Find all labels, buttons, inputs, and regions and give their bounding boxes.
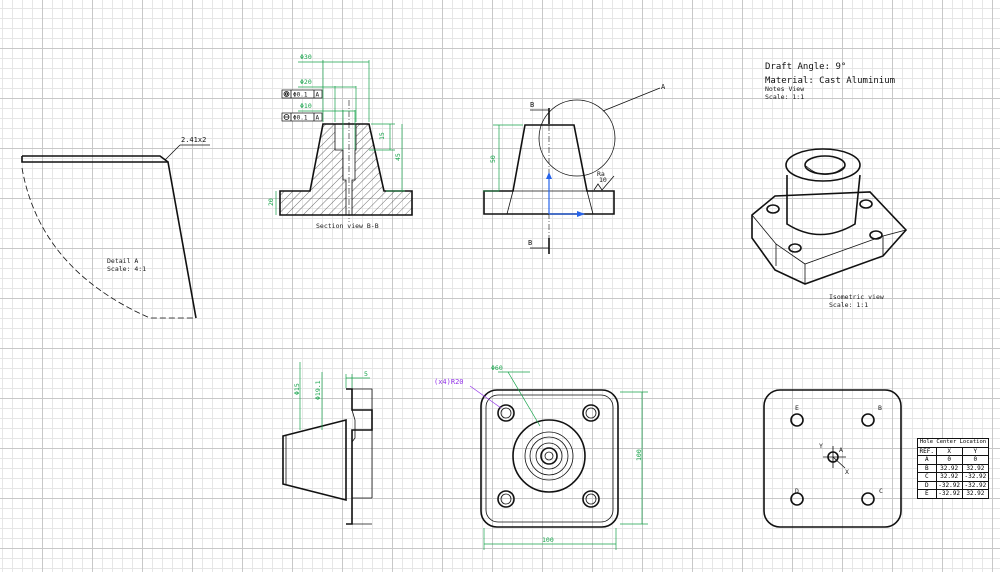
isometric-view[interactable]: Isometric view Scale: 1:1 <box>751 148 908 309</box>
cut-line-b-top: B <box>530 101 534 109</box>
cut-line-b-bottom: B <box>528 239 532 247</box>
hole-label-d: D <box>795 487 799 495</box>
table-cell: -32.92 <box>961 480 990 490</box>
table-cell: 32.92 <box>961 489 990 499</box>
table-row: C 32.92 -32.92 <box>917 472 990 482</box>
axis-y-label: Y <box>819 442 823 450</box>
table-cell: 0 <box>961 455 990 465</box>
section-bb-title: Section view B-B <box>316 222 379 230</box>
hole-center-table[interactable]: Hole Center Location REF. X Y A 0 0 B 32… <box>917 438 990 499</box>
tolerance-frame-top[interactable]: Φ0.1 A <box>281 89 323 99</box>
hole-table-header-x: X <box>935 446 963 456</box>
origin-label: A <box>839 446 843 454</box>
notes-view-scale: Scale: 1:1 <box>765 93 804 101</box>
hole-table-header-y: Y <box>961 446 990 456</box>
table-cell: 32.92 <box>961 463 990 473</box>
side-dim-d19: Φ19.1 <box>314 380 322 400</box>
tolerance-frame-bottom[interactable]: Φ0.1 A <box>281 112 323 122</box>
detail-a-view[interactable]: 2.41x2 Detail A Scale: 4:1 <box>21 136 210 319</box>
table-cell: -32.92 <box>935 480 963 490</box>
section-dim-d10: Φ10 <box>300 102 312 110</box>
table-cell: 32.92 <box>935 472 963 482</box>
top-dim-bore: Φ60 <box>491 364 503 372</box>
section-dim-h20: 20 <box>267 198 275 206</box>
isometric-title: Isometric view <box>829 293 884 301</box>
detail-a-title: Detail A <box>107 257 138 265</box>
side-dim-5: 5 <box>364 370 368 378</box>
top-dim-width: 100 <box>542 536 554 544</box>
table-cell: 32.92 <box>935 463 963 473</box>
table-cell: -32.92 <box>935 489 963 499</box>
table-cell: -32.92 <box>961 472 990 482</box>
table-cell: 0 <box>935 455 963 465</box>
tol-bottom-datum: A <box>316 115 320 122</box>
table-row: D -32.92 -32.92 <box>917 480 990 490</box>
detail-a-scale: Scale: 4:1 <box>107 265 146 273</box>
hole-label-c: C <box>879 487 883 495</box>
detail-a-chamfer-label: 2.41x2 <box>181 136 206 144</box>
table-cell: A <box>917 455 937 465</box>
top-view[interactable]: Φ60 (x4)R20 100 100 <box>434 364 648 550</box>
hole-location-view[interactable]: E B D C Y X A <box>763 389 902 528</box>
front-dim-height: 50 <box>489 155 497 163</box>
tol-top-datum: A <box>316 92 320 99</box>
roughness-value: 10 <box>599 176 607 184</box>
tol-bottom-value: Φ0.1 <box>293 115 308 122</box>
notes-view[interactable]: Draft Angle: 9° Material: Cast Aluminium… <box>765 62 895 101</box>
tol-top-value: Φ0.1 <box>293 92 308 99</box>
table-cell: D <box>917 480 937 490</box>
table-row: E -32.92 32.92 <box>917 489 990 499</box>
top-hole-note: (x4)R20 <box>434 378 464 386</box>
callout-a-label: A <box>661 83 666 91</box>
table-cell: E <box>917 489 937 499</box>
front-view[interactable]: A B B 50 Ra 10 <box>483 83 666 254</box>
table-cell: B <box>917 463 937 473</box>
hole-table-header-ref: REF. <box>917 446 937 456</box>
hole-label-e: E <box>795 404 799 412</box>
side-dim-d15: Φ15 <box>293 383 301 395</box>
hole-table-title: Hole Center Location <box>917 438 989 448</box>
hole-label-b: B <box>878 404 882 412</box>
table-row: B 32.92 32.92 <box>917 463 990 473</box>
top-dim-height: 100 <box>635 449 643 461</box>
side-view[interactable]: Φ15 Φ19.1 5 <box>282 362 373 525</box>
roughness-label: Ra <box>597 170 605 178</box>
section-dim-d30: Φ30 <box>300 53 312 61</box>
notes-view-title: Notes View <box>765 85 804 93</box>
note-material: Material: Cast Aluminium <box>765 76 895 86</box>
detail-a-callout-circle <box>538 99 616 177</box>
section-dim-d20: Φ20 <box>300 78 312 86</box>
section-dim-h15: 15 <box>378 132 386 140</box>
isometric-scale: Scale: 1:1 <box>829 301 868 309</box>
axis-x-label: X <box>845 468 849 476</box>
section-dim-h45: 45 <box>394 153 402 161</box>
table-cell: C <box>917 472 937 482</box>
note-draft-angle: Draft Angle: 9° <box>765 62 846 72</box>
section-bb-view[interactable]: Φ30 Φ20 Φ10 Φ0.1 A Φ0.1 A <box>267 53 413 230</box>
table-row: A 0 0 <box>917 455 990 465</box>
concentricity-icon <box>283 91 290 97</box>
